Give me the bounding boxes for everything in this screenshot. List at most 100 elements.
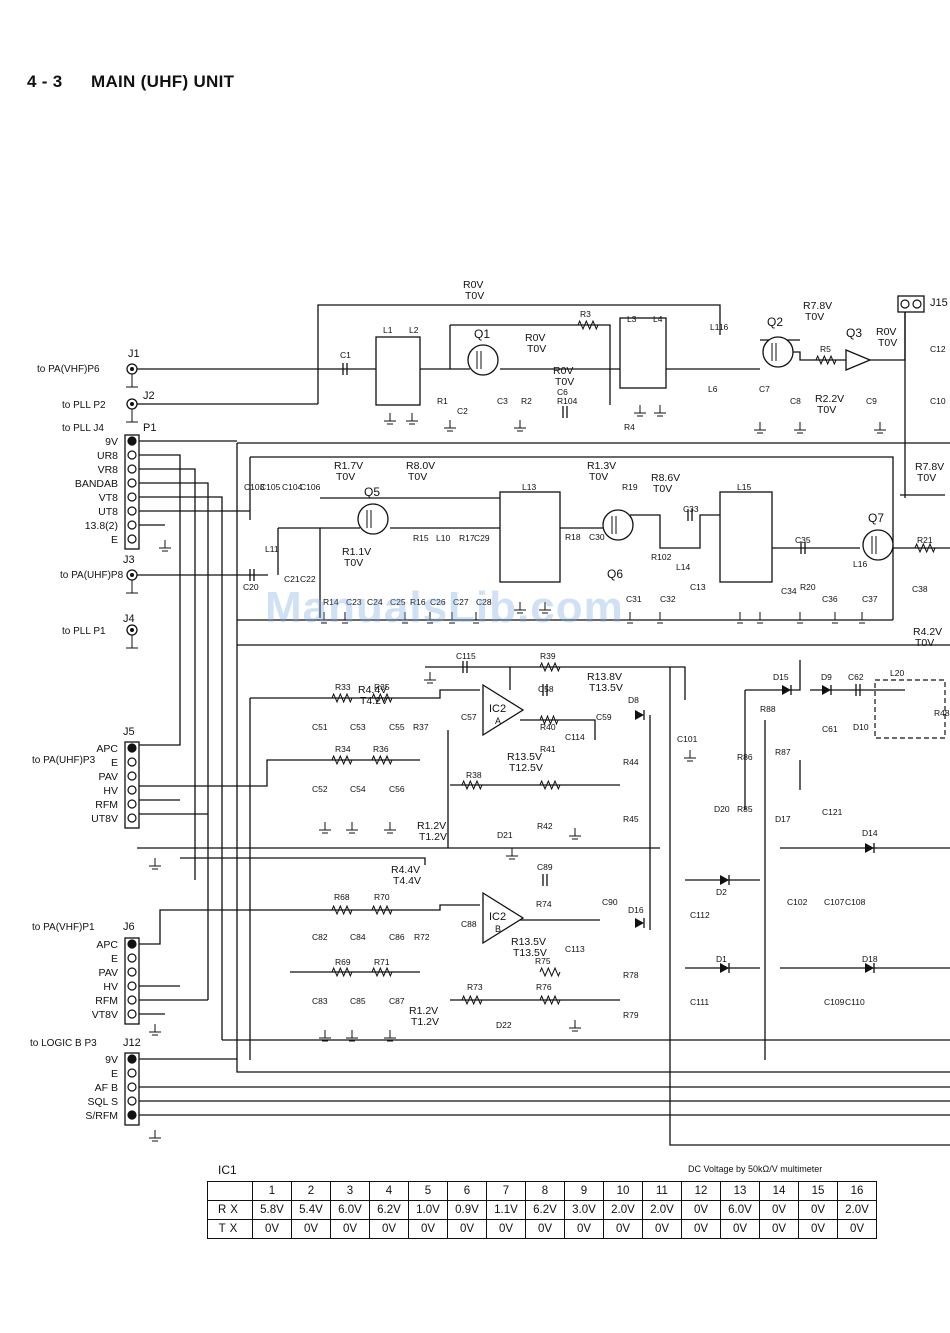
ic1-rx-pin-7: 1.1V <box>486 1200 526 1220</box>
component-c23: C23 <box>346 597 362 607</box>
pin-label-j6-0: APC <box>96 939 118 951</box>
ic1-rx-pin-1: 5.8V <box>252 1200 292 1220</box>
ic1-rx-pin-13: 6.0V <box>720 1200 760 1220</box>
component-d15: D15 <box>773 672 789 682</box>
component-bodies <box>375 295 946 739</box>
voltage-0-rx: R0V <box>463 279 483 291</box>
pin-label-j12-0: 9V <box>105 1054 118 1066</box>
component-c28: C28 <box>476 597 492 607</box>
component-c38: C38 <box>912 584 928 594</box>
component-c10: C10 <box>930 396 946 406</box>
voltage-0-tx: T0V <box>465 290 484 302</box>
ic1-tx-pin-14: 0V <box>759 1219 799 1239</box>
component-c13: C13 <box>690 582 706 592</box>
component-l11: L11 <box>265 544 279 554</box>
connector-id-j1: J1 <box>128 348 140 360</box>
component-c36: C36 <box>822 594 838 604</box>
component-c62: C62 <box>848 672 864 682</box>
component-c31: C31 <box>626 594 642 604</box>
component-r69: R69 <box>335 957 351 967</box>
voltage-17-rx: R13.5V <box>511 936 546 948</box>
pin-label-j5-1: E <box>111 757 118 769</box>
component-c58: C58 <box>538 684 554 694</box>
component-r76: R76 <box>536 982 552 992</box>
voltage-7-rx: R8.0V <box>406 460 435 472</box>
connector-label-j12: to LOGIC B P3 <box>30 1038 97 1049</box>
component-c32: C32 <box>660 594 676 604</box>
component-r72: R72 <box>414 932 430 942</box>
component-r20: R20 <box>800 582 816 592</box>
component-r86: R86 <box>737 752 753 762</box>
component-d9: D9 <box>821 672 832 682</box>
component-d22: D22 <box>496 1020 512 1030</box>
component-l14: L14 <box>676 562 690 572</box>
component-c106: C106 <box>300 482 321 492</box>
ic1-table-note: DC Voltage by 50kΩ/V multimeter <box>688 1164 823 1174</box>
component-r71: R71 <box>374 957 390 967</box>
component-l10: L10 <box>436 533 450 543</box>
ic1-tx-pin-7: 0V <box>486 1219 526 1239</box>
ic1-tx-pin-2: 0V <box>291 1219 331 1239</box>
voltage-3-tx: T0V <box>805 311 824 323</box>
component-c114: C114 <box>565 732 585 742</box>
connector-id-j2: J2 <box>143 390 155 402</box>
voltage-9-rx: R1.3V <box>587 460 616 472</box>
component-r70: R70 <box>374 892 390 902</box>
connector-label-j2: to PLL P2 <box>62 400 106 411</box>
pin-label-p1-2: VR8 <box>98 464 119 476</box>
component-l1: L1 <box>383 325 393 335</box>
ic1-rx-pin-12: 0V <box>681 1200 721 1220</box>
component-d18: D18 <box>862 954 878 964</box>
component-r35: R35 <box>374 682 390 692</box>
component-c87: C87 <box>389 996 405 1006</box>
ic1-col-12: 12 <box>681 1181 721 1201</box>
component-c108: C108 <box>845 897 866 907</box>
voltage-5-tx: T0V <box>878 337 897 349</box>
component-r68: R68 <box>334 892 350 902</box>
component-r40: R40 <box>540 722 556 732</box>
component-r38: R38 <box>466 770 482 780</box>
voltage-19-tx: T0V <box>915 637 934 649</box>
component-c37: C37 <box>862 594 878 604</box>
component-r78: R78 <box>623 970 639 980</box>
voltage-8-tx: T0V <box>344 557 363 569</box>
voltage-5-rx: R0V <box>876 326 896 338</box>
ic1-rx-pin-6: 0.9V <box>447 1200 487 1220</box>
component-c26: C26 <box>430 597 446 607</box>
component-l13: L13 <box>522 482 536 492</box>
component-r85: R85 <box>737 804 753 814</box>
component-r33: R33 <box>335 682 351 692</box>
ic1-col-10: 10 <box>603 1181 643 1201</box>
component-r75: R75 <box>535 956 551 966</box>
voltage-13-rx: R4.4V <box>358 684 387 696</box>
pin-label-p1-3: BANDAB <box>75 478 118 490</box>
component-c29: C29 <box>474 533 490 543</box>
component-d20: D20 <box>714 804 730 814</box>
ic1-table-title: IC1 <box>218 1163 237 1177</box>
voltage-2-tx: T0V <box>555 376 574 388</box>
transistor-q7: Q7 <box>868 511 884 525</box>
component-r48: R48 <box>934 708 950 718</box>
component-c83: C83 <box>312 996 328 1006</box>
voltage-16-rx: R4.4V <box>391 864 420 876</box>
connector-id-j6: J6 <box>123 921 135 933</box>
component-c88: C88 <box>461 919 477 929</box>
pin-label-j6-2: PAV <box>99 967 118 979</box>
component-l16: L16 <box>853 559 867 569</box>
component-c111: C111 <box>690 997 709 1007</box>
component-c2: C2 <box>457 406 468 416</box>
pin-label-p1-4: VT8 <box>99 492 118 504</box>
component-c24: C24 <box>367 597 383 607</box>
component-l6: L6 <box>708 384 718 394</box>
component-r87: R87 <box>775 747 791 757</box>
ic1-tx-pin-4: 0V <box>369 1219 409 1239</box>
component-c12: C12 <box>930 344 946 354</box>
voltage-14-rx: R13.5V <box>507 751 542 763</box>
component-c121: C121 <box>822 807 843 817</box>
ic1-tx-pin-9: 0V <box>564 1219 604 1239</box>
component-r37: R37 <box>413 722 429 732</box>
component-r14: R14 <box>323 597 339 607</box>
ic1-tx-pin-11: 0V <box>642 1219 682 1239</box>
